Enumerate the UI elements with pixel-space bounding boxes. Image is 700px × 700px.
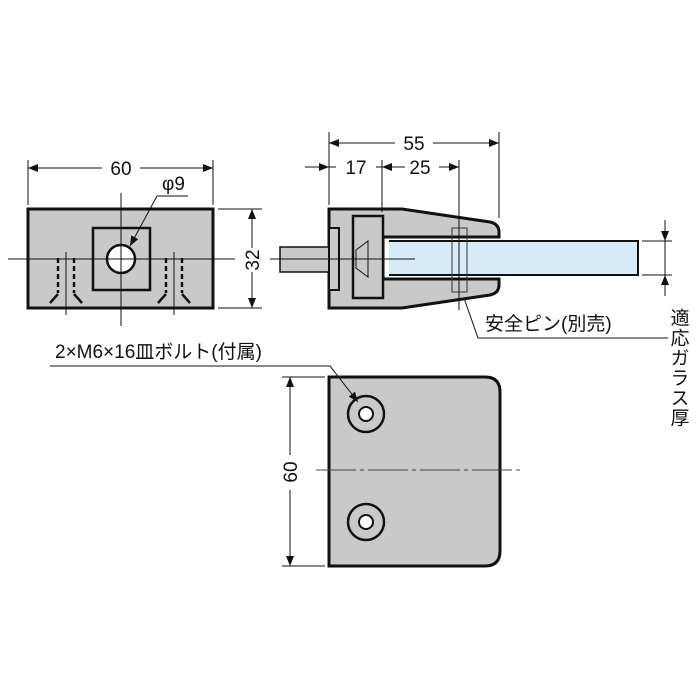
- dim-depth-a: 17: [345, 158, 366, 179]
- side-view: 55 17 25 適応ガラス厚 安全ピン(別売): [270, 132, 689, 428]
- bolt-label: 2×M6×16皿ボルト(付属): [55, 341, 262, 363]
- glass-thickness-label: 適応ガラス厚: [668, 308, 690, 428]
- dim-front-width: 60: [110, 159, 131, 180]
- dim-bottom-height: 60: [281, 461, 302, 482]
- safety-pin-label: 安全ピン(別売): [485, 313, 612, 335]
- bottom-view: 60 2×M6×16皿ボルト(付属): [50, 341, 520, 568]
- dim-height: 32: [243, 249, 264, 270]
- dim-depth-b: 25: [409, 158, 430, 179]
- front-view: 60 φ9 32: [8, 159, 264, 326]
- countersunk-bolt-icon: [346, 394, 386, 542]
- glass-panel: [387, 240, 639, 276]
- dim-total-depth: 55: [403, 134, 424, 155]
- dim-hole-diameter: φ9: [162, 174, 185, 195]
